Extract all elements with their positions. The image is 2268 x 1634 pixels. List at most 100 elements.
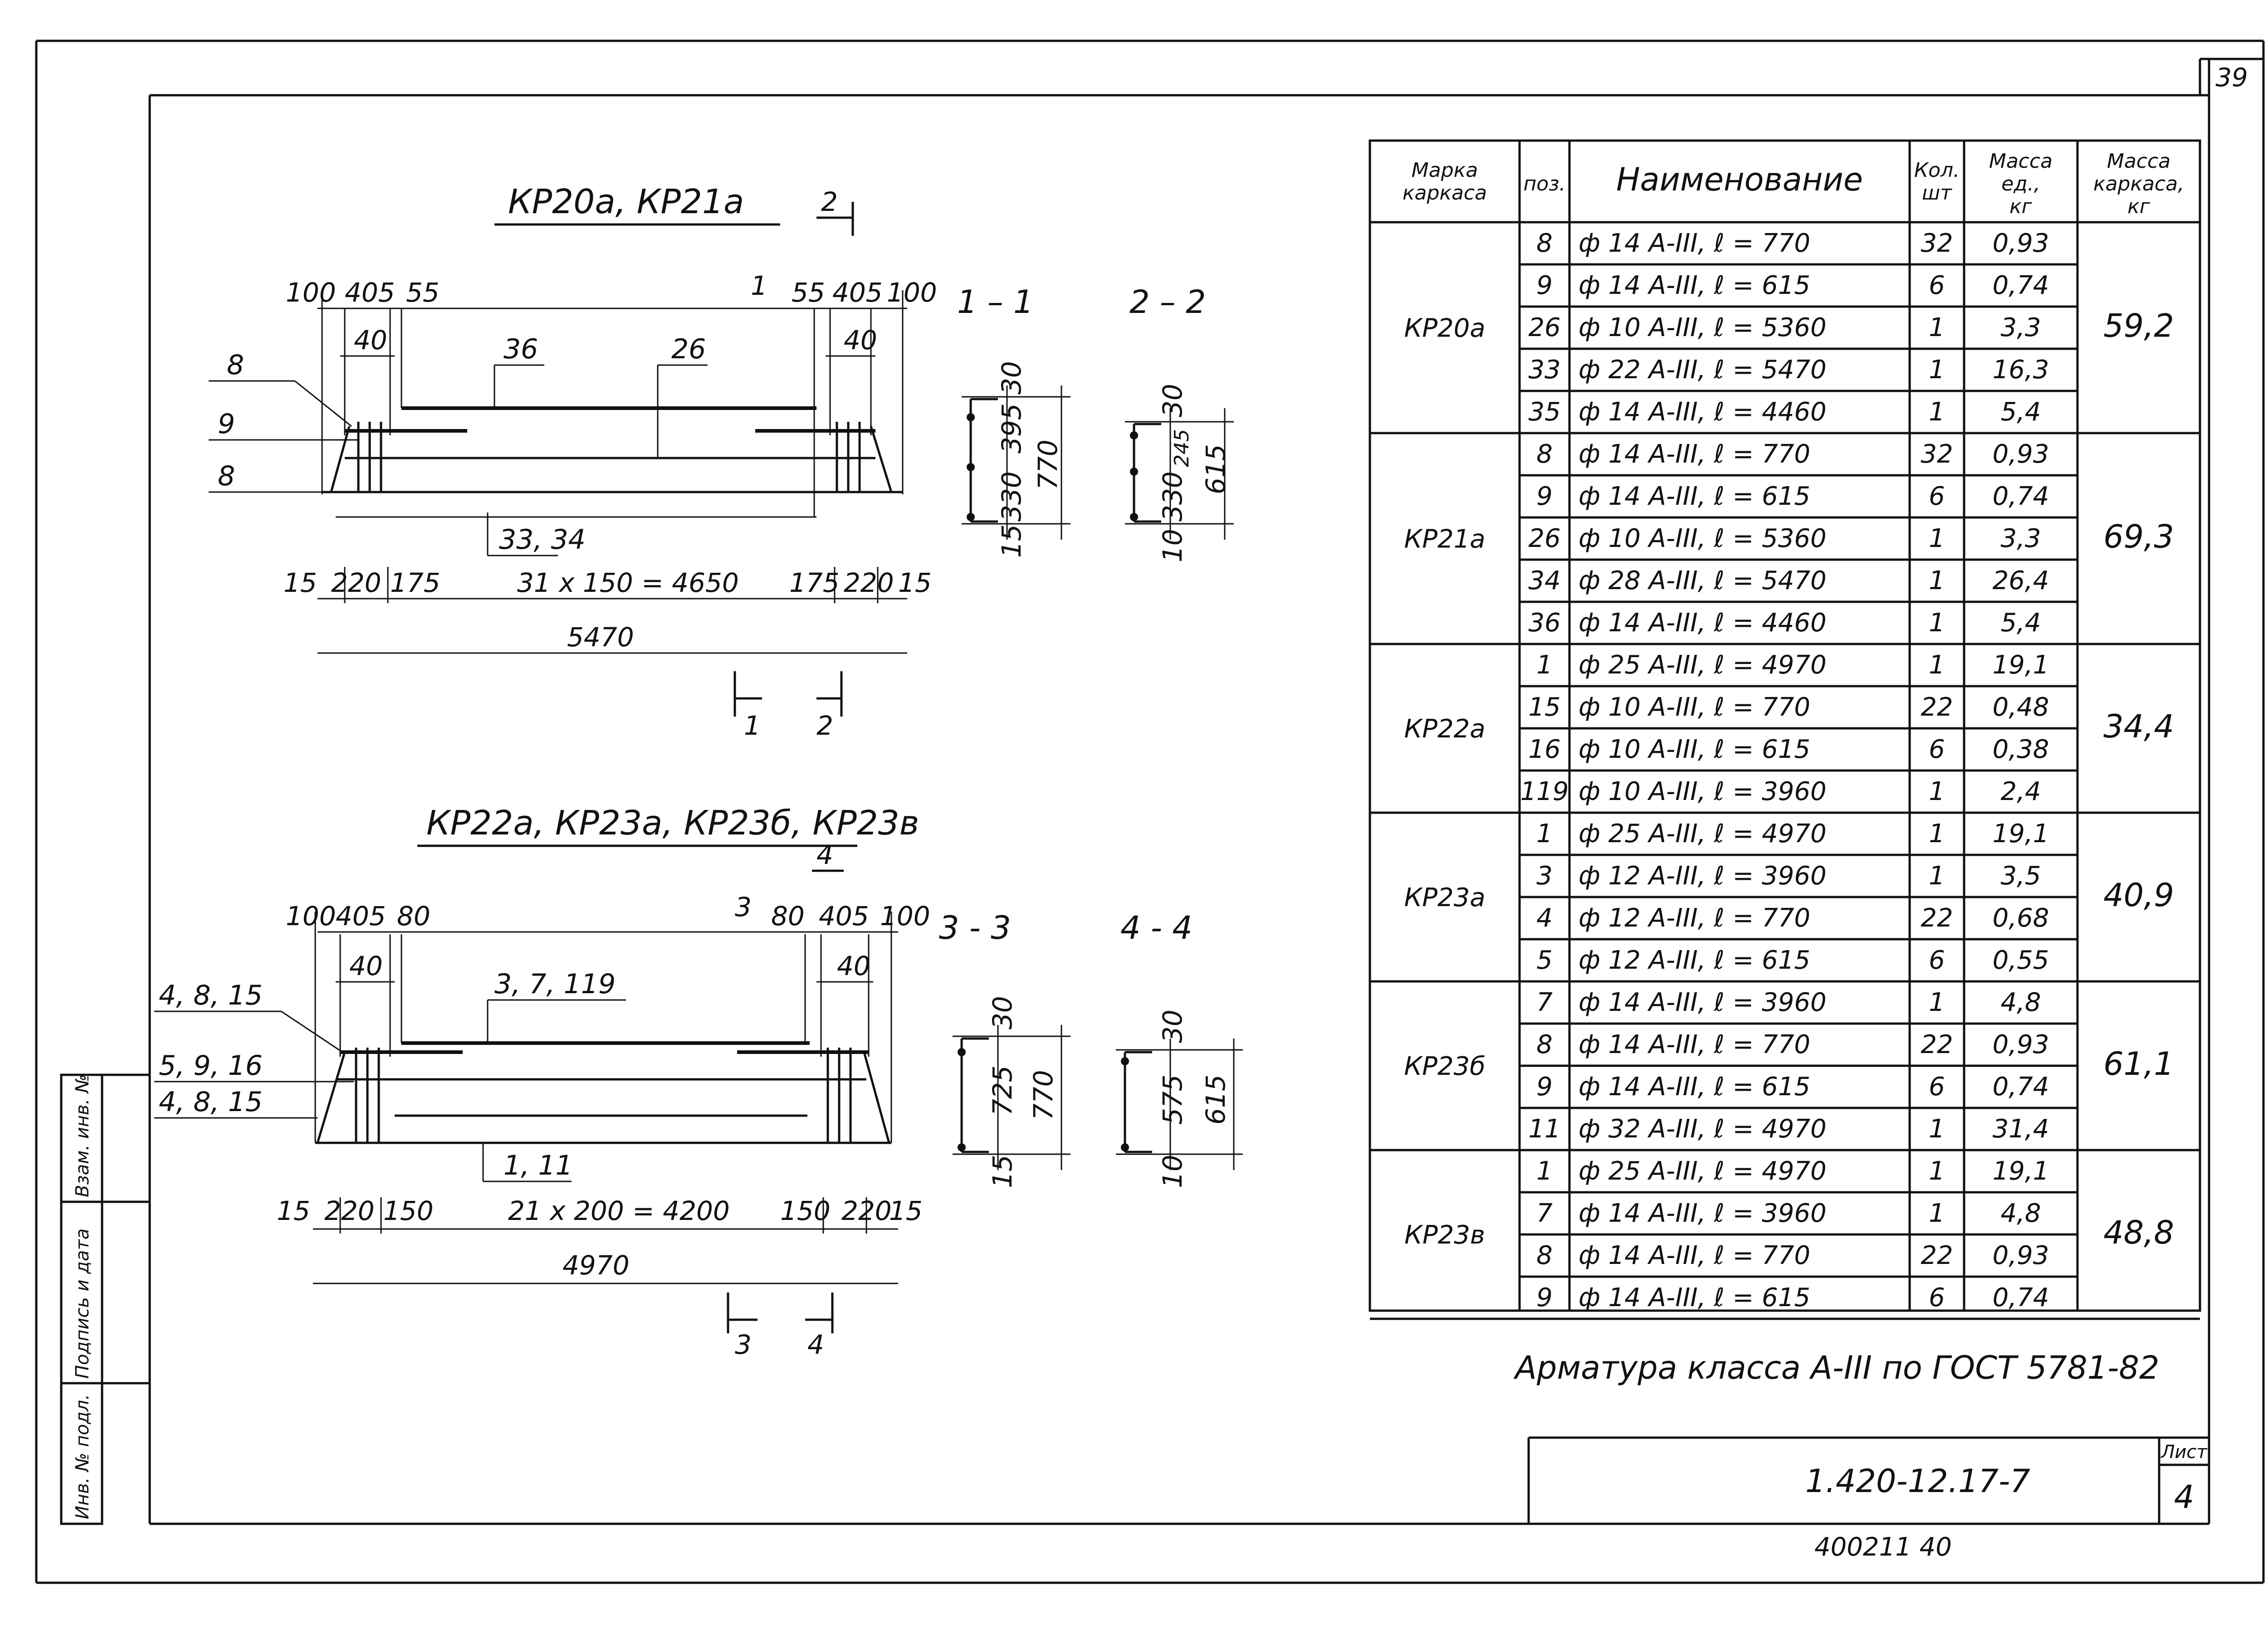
th-unit-mass-3: кг bbox=[2009, 195, 2033, 218]
cell-name: ф 14 A-III, ℓ = 615 bbox=[1579, 1072, 1810, 1102]
cell-mass: 5,4 bbox=[2000, 608, 2041, 638]
cell-pos: 3 bbox=[1536, 861, 1553, 891]
bottom-stamp: 400211 40 bbox=[1814, 1532, 1952, 1562]
top-overall-length: 5470 bbox=[567, 622, 634, 653]
cell-cage-total: 59,2 bbox=[2103, 307, 2174, 345]
top-dim-bot-175-left: 175 bbox=[390, 567, 440, 598]
bot-dim-80-left: 80 bbox=[397, 901, 430, 932]
sec-1-1-dim-15: 15 bbox=[996, 524, 1027, 558]
cell-name: ф 12 A-III, ℓ = 615 bbox=[1579, 946, 1810, 975]
cell-mass: 0,93 bbox=[1993, 439, 2049, 469]
cell-pos: 8 bbox=[1536, 439, 1553, 469]
bot-dim-80-right: 80 bbox=[771, 901, 805, 932]
top-dim-100-left: 100 bbox=[286, 277, 336, 308]
cell-pos: 9 bbox=[1536, 1072, 1553, 1102]
sec-2-2-dim-330: 330 bbox=[1157, 471, 1188, 522]
cell-qty: 1 bbox=[1929, 819, 1945, 849]
cell-qty: 6 bbox=[1929, 735, 1945, 764]
th-name: Наименование bbox=[1616, 161, 1863, 198]
document-code: 1.420-12.17-7 bbox=[1805, 1463, 2030, 1500]
cell-pos: 36 bbox=[1528, 608, 1560, 638]
cell-name: ф 14 A-III, ℓ = 615 bbox=[1579, 271, 1810, 300]
cell-qty: 1 bbox=[1929, 1199, 1945, 1228]
th-mark-1: Марка bbox=[1412, 159, 1478, 182]
cell-cage-mark: КР22а bbox=[1404, 714, 1485, 744]
cell-mass: 0,93 bbox=[1993, 1030, 2049, 1059]
sec-1-1-dim-30: 30 bbox=[996, 361, 1027, 395]
bot-dim-bot-220-right: 220 bbox=[841, 1195, 892, 1226]
cell-name: ф 14 A-III, ℓ = 3960 bbox=[1579, 988, 1827, 1017]
cell-qty: 1 bbox=[1929, 777, 1945, 806]
cell-name: ф 12 A-III, ℓ = 770 bbox=[1579, 903, 1810, 933]
cell-name: ф 10 A-III, ℓ = 3960 bbox=[1579, 777, 1827, 806]
sec-1-1-title: 1 – 1 bbox=[957, 283, 1034, 321]
top-cut-1: 1 bbox=[744, 710, 761, 741]
cell-qty: 1 bbox=[1929, 650, 1945, 680]
top-dim-bot-220-right: 220 bbox=[844, 567, 894, 598]
cell-cage-total: 48,8 bbox=[2103, 1214, 2174, 1251]
top-dim-bot-span: 31 x 150 = 4650 bbox=[517, 567, 739, 598]
cell-pos: 33 bbox=[1528, 355, 1560, 385]
sec-4-4-dim-575: 575 bbox=[1157, 1074, 1188, 1125]
cell-mass: 4,8 bbox=[2000, 1199, 2041, 1228]
bot-dim-bot-span: 21 x 200 = 4200 bbox=[508, 1195, 730, 1226]
cell-qty: 1 bbox=[1929, 355, 1945, 385]
cell-pos: 8 bbox=[1536, 1241, 1553, 1270]
sec-2-2-dim-10: 10 bbox=[1157, 529, 1188, 562]
sheet-number: 4 bbox=[2174, 1478, 2195, 1516]
sec-4-4-dim-10: 10 bbox=[1157, 1155, 1188, 1188]
title-block bbox=[1527, 1436, 2209, 1524]
sec-1-1-dim-770: 770 bbox=[1032, 439, 1063, 490]
top-dim-55-left: 55 bbox=[406, 277, 440, 308]
cell-name: ф 28 A-III, ℓ = 5470 bbox=[1579, 566, 1827, 595]
cell-mass: 19,1 bbox=[1993, 819, 2049, 849]
bot-dim-bot-15-left: 15 bbox=[277, 1195, 310, 1226]
cell-qty: 6 bbox=[1929, 1072, 1945, 1102]
cell-qty: 1 bbox=[1929, 566, 1945, 595]
cell-cage-total: 69,3 bbox=[2103, 518, 2174, 556]
bot-dim-405-left: 405 bbox=[336, 901, 386, 932]
cell-mass: 0,93 bbox=[1993, 229, 2049, 258]
cell-name: ф 14 A-III, ℓ = 770 bbox=[1579, 1241, 1810, 1270]
bottom-drawing: КР22а, КР23а, КР23б, КР23в 4 100 405 80 … bbox=[154, 804, 930, 1360]
top-pos-36: 36 bbox=[503, 333, 538, 365]
cell-pos: 5 bbox=[1536, 946, 1553, 975]
cell-cage-total: 61,1 bbox=[2103, 1045, 2174, 1083]
cell-mass: 5,4 bbox=[2000, 397, 2041, 427]
top-dim-40-left: 40 bbox=[354, 325, 387, 356]
cell-name: ф 10 A-III, ℓ = 615 bbox=[1579, 735, 1810, 764]
cell-pos: 9 bbox=[1536, 271, 1553, 300]
cell-mass: 26,4 bbox=[1993, 566, 2049, 595]
cell-mass: 31,4 bbox=[1993, 1114, 2049, 1144]
th-unit-mass-1: Масса bbox=[1989, 150, 2053, 173]
sec-3-3-dim-15: 15 bbox=[987, 1155, 1018, 1188]
cell-name: ф 32 A-III, ℓ = 4970 bbox=[1579, 1114, 1827, 1144]
bot-pos-5-9-16: 5, 9, 16 bbox=[159, 1050, 263, 1082]
top-drawing-title: КР20а, КР21а bbox=[508, 182, 744, 221]
bot-cut-3: 3 bbox=[735, 1329, 752, 1360]
top-cut-2: 2 bbox=[816, 710, 833, 741]
cell-qty: 22 bbox=[1921, 1241, 1953, 1270]
steel-class-note: Арматура класса A-III по ГОСТ 5781-82 bbox=[1513, 1349, 2159, 1386]
sec-4-4-dim-615: 615 bbox=[1200, 1074, 1231, 1125]
th-qty-2: шт bbox=[1922, 181, 1952, 205]
cell-pos: 35 bbox=[1528, 397, 1560, 427]
cell-name: ф 14 A-III, ℓ = 770 bbox=[1579, 439, 1810, 469]
cell-qty: 6 bbox=[1929, 1283, 1945, 1312]
cell-pos: 8 bbox=[1536, 1030, 1553, 1059]
sec-2-2-title: 2 – 2 bbox=[1129, 283, 1206, 321]
top-pos-8a: 8 bbox=[227, 349, 244, 381]
section-3-3: 3 - 3 30 725 770 15 bbox=[939, 909, 1070, 1188]
bot-pos-4-8-15-b: 4, 8, 15 bbox=[159, 1086, 263, 1118]
cell-pos: 34 bbox=[1528, 566, 1560, 595]
cell-mass: 0,93 bbox=[1993, 1241, 2049, 1270]
cell-pos: 8 bbox=[1536, 229, 1553, 258]
cell-qty: 22 bbox=[1921, 1030, 1953, 1059]
cell-cage-mark: КР21а bbox=[1404, 525, 1485, 554]
bot-dim-bot-150-right: 150 bbox=[780, 1195, 831, 1226]
cell-pos: 1 bbox=[1536, 650, 1553, 680]
th-qty-1: Кол. bbox=[1914, 159, 1960, 182]
bottom-title-mark: 4 bbox=[816, 839, 833, 870]
side-label-inventory: Инв. № подл. bbox=[72, 1394, 93, 1519]
